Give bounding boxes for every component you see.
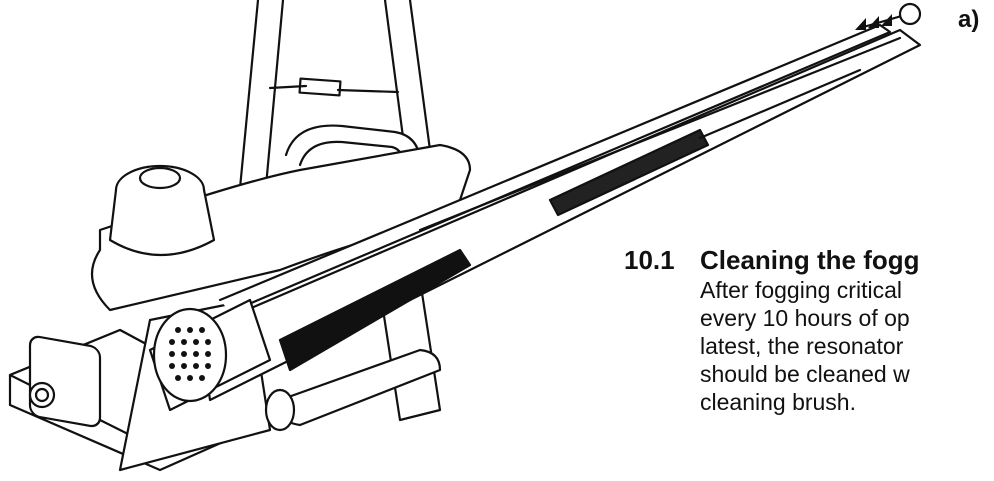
brush-handle [858, 13, 907, 30]
body-line: should be cleaned w [700, 361, 910, 387]
brush-knob [898, 2, 922, 26]
arrow-icon [881, 14, 892, 26]
strap [234, 0, 432, 232]
section-title: Cleaning the fogg [700, 245, 920, 275]
grille [152, 307, 228, 403]
control-box [28, 335, 102, 428]
instruction-section: 10.1 Cleaning the fogg After fogging crit… [624, 244, 994, 416]
cleaning-brush [548, 128, 710, 217]
section-heading: 10.1 Cleaning the fogg [624, 244, 994, 276]
combustion-chamber [278, 248, 472, 372]
arrow-icon [868, 16, 879, 28]
figure-label: a) [958, 6, 980, 33]
body-line: cleaning brush. [700, 389, 856, 415]
body-line: every 10 hours of op [700, 305, 910, 331]
arrow-icon [855, 18, 866, 30]
body-line: After fogging critical [700, 277, 902, 303]
body-line: latest, the resonator [700, 333, 904, 359]
section-number: 10.1 [624, 245, 675, 275]
